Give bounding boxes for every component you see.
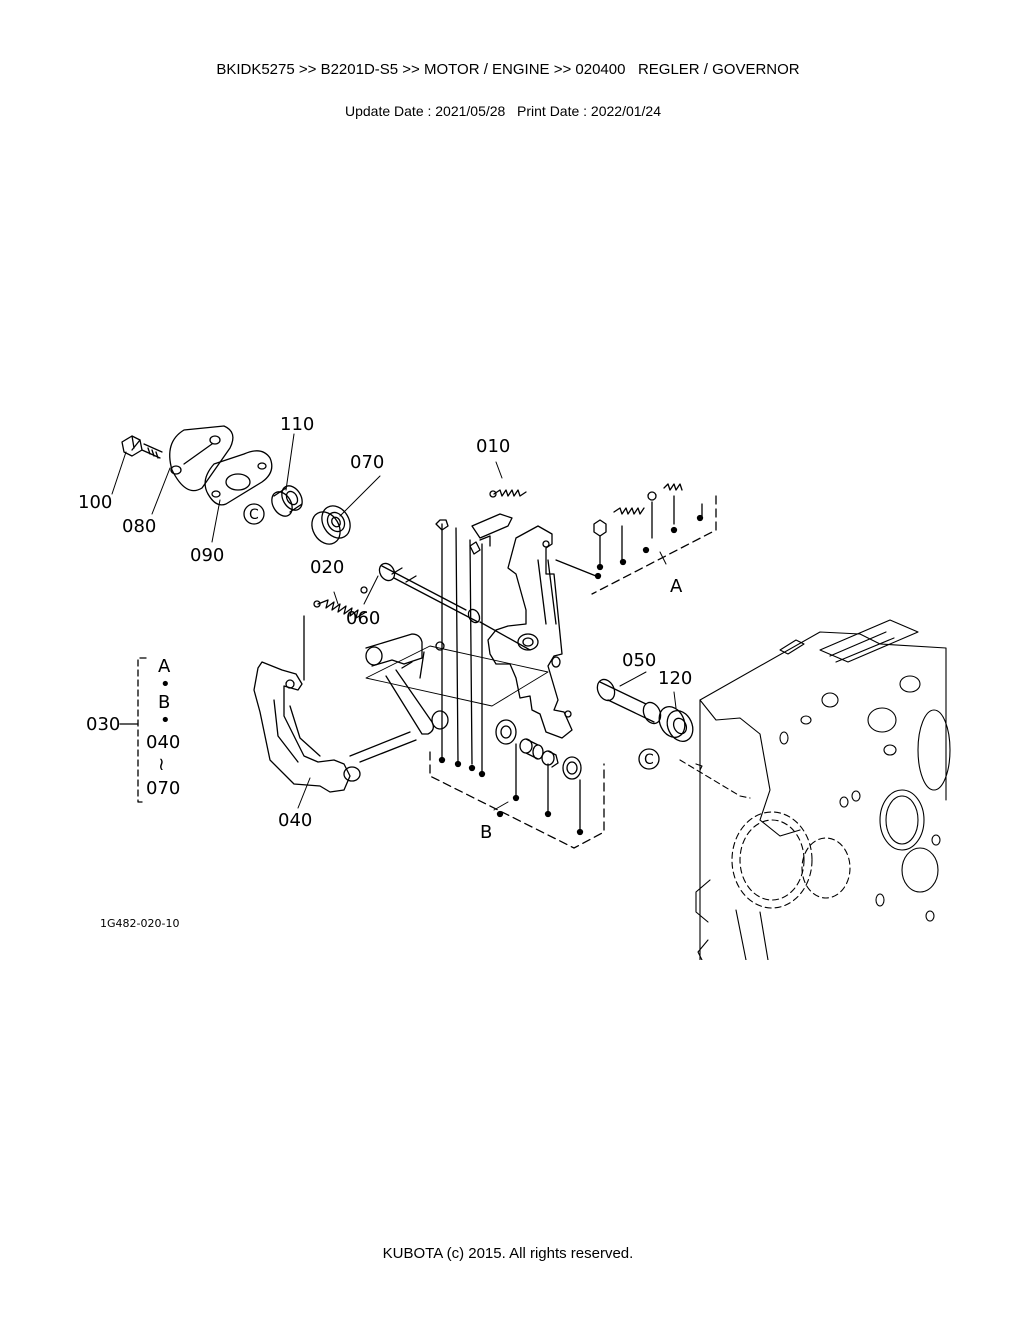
group-label-b: B xyxy=(480,822,492,843)
bushing-110-drawing xyxy=(271,485,303,517)
small-parts-b-drawing xyxy=(495,719,582,780)
lever-pieces-drawing xyxy=(435,513,513,555)
label-020: 020 xyxy=(310,557,344,578)
spring-020-drawing xyxy=(313,586,368,619)
bearing-120-drawing xyxy=(658,705,694,743)
label-050: 050 xyxy=(622,650,656,671)
cover-080-drawing xyxy=(169,425,234,492)
group-a-bracket xyxy=(591,495,717,595)
gasket-090-drawing xyxy=(204,450,273,506)
drawing-id: 1G482-020-10 xyxy=(100,917,179,930)
label-040: 040 xyxy=(278,810,312,831)
label-010: 010 xyxy=(476,436,510,457)
label-070: 070 xyxy=(350,452,384,473)
label-110: 110 xyxy=(280,414,314,435)
date-info: Update Date : 2021/05/28 Print Date : 20… xyxy=(345,103,661,119)
legend-dot-1: • xyxy=(160,674,171,695)
label-100: 100 xyxy=(78,492,112,513)
legend-dot-2: • xyxy=(160,710,171,731)
label-090: 090 xyxy=(190,545,224,566)
breadcrumb: BKIDK5275 >> B2201D-S5 >> MOTOR / ENGINE… xyxy=(216,61,800,78)
spring-010-drawing xyxy=(489,489,527,498)
shaft-050-drawing xyxy=(596,678,662,725)
callout-c-right: C xyxy=(644,752,654,768)
label-030: 030 xyxy=(86,714,120,735)
label-leaders xyxy=(111,433,677,811)
legend-tilde: ≀ xyxy=(158,754,165,775)
legend-030-bracket xyxy=(119,657,147,803)
bearing-070-drawing xyxy=(311,505,351,545)
legend-to: 070 xyxy=(146,778,180,799)
legend-from: 040 xyxy=(146,732,180,753)
group-label-a: A xyxy=(670,576,683,597)
fork-lever-drawing xyxy=(365,633,549,735)
bracket-plate-drawing xyxy=(487,525,573,739)
group-b-bracket xyxy=(429,751,605,849)
group-b-dots xyxy=(438,523,584,836)
copyright-footer: KUBOTA (c) 2015. All rights reserved. xyxy=(382,1245,634,1262)
engine-block-drawing xyxy=(679,619,951,960)
parts-diagram: 110 070 010 100 080 090 020 060 050 120 … xyxy=(60,400,960,960)
group-a-parts xyxy=(555,483,704,580)
legend-a: A xyxy=(158,656,171,677)
label-120: 120 xyxy=(658,668,692,689)
lever-040-drawing xyxy=(253,615,361,793)
shaft-060-drawing xyxy=(378,562,481,624)
label-080: 080 xyxy=(122,516,156,537)
bolt-100-drawing xyxy=(121,435,163,459)
label-060: 060 xyxy=(346,608,380,629)
callout-c-left: C xyxy=(249,507,259,523)
legend-b: B xyxy=(158,692,170,713)
